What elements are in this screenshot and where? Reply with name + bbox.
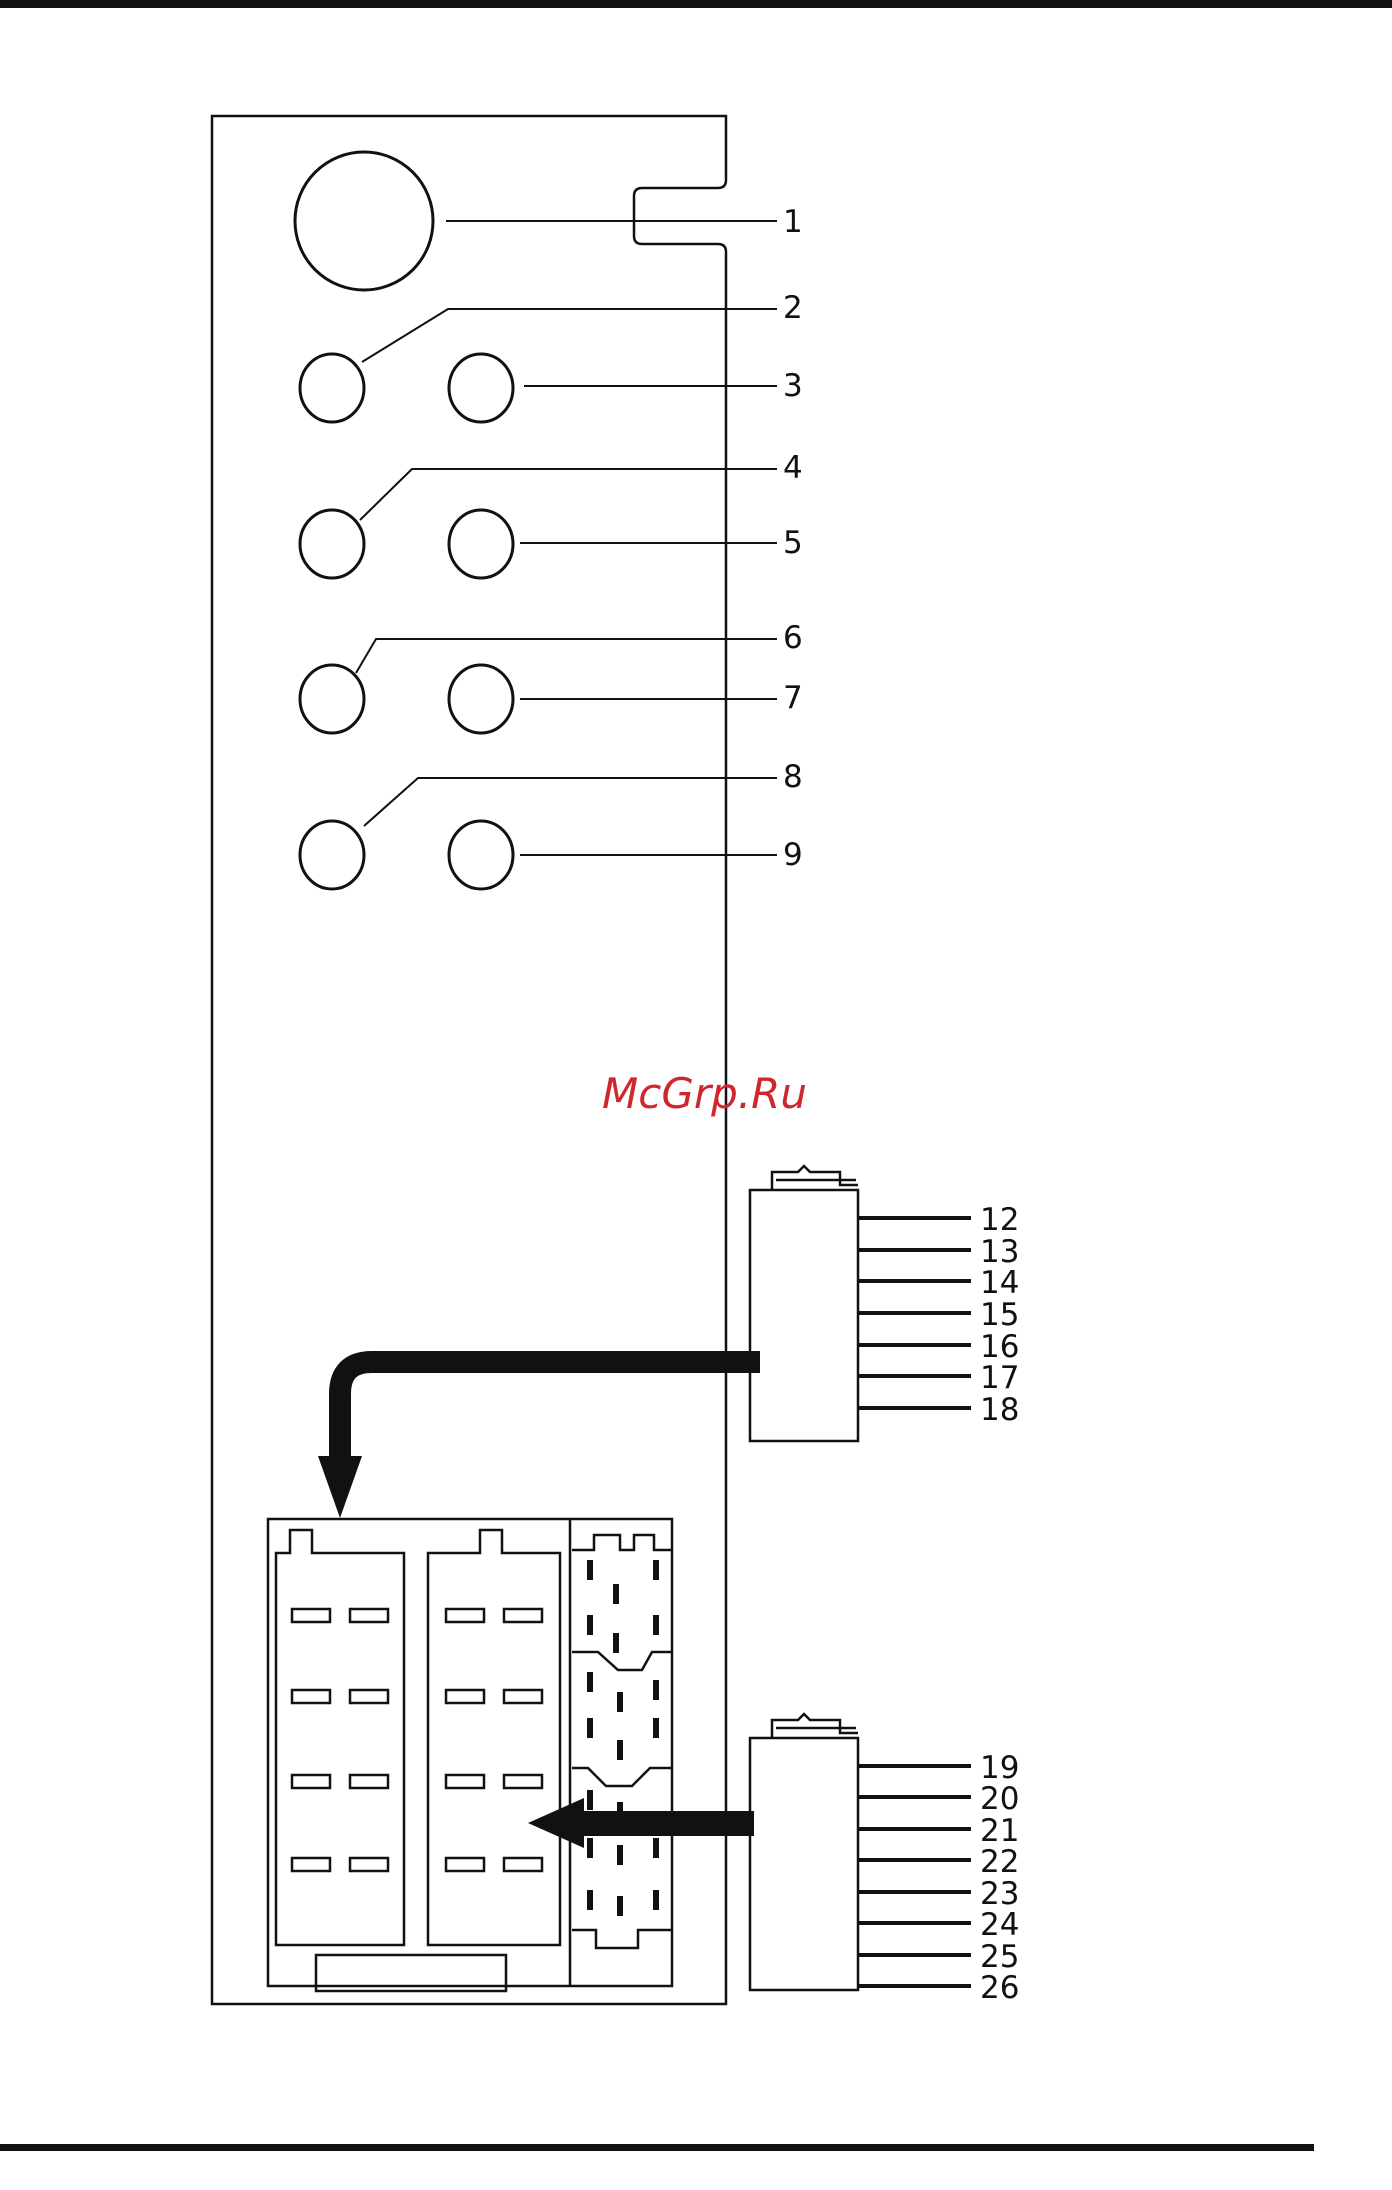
callout-14: 14 — [980, 1265, 1019, 1301]
jack-6 — [300, 665, 364, 733]
plug-a-callouts: 12 13 14 15 16 17 18 — [980, 1202, 1019, 1428]
callout-4: 4 — [783, 450, 803, 486]
callout-22: 22 — [980, 1844, 1019, 1880]
arrow-head-down — [318, 1456, 362, 1518]
plug-b-pins — [858, 1766, 971, 1986]
main-knob — [295, 152, 433, 290]
arrow-plug-a-to-socket — [340, 1362, 760, 1458]
callout-3: 3 — [783, 368, 803, 404]
callout-20: 20 — [980, 1781, 1019, 1817]
callout-1: 1 — [783, 204, 803, 240]
callout-24: 24 — [980, 1907, 1019, 1943]
callout-17: 17 — [980, 1360, 1019, 1396]
plug-a — [750, 1166, 858, 1441]
callout-2: 2 — [783, 290, 803, 326]
jack-3 — [449, 354, 513, 422]
callout-9: 9 — [783, 837, 803, 873]
plug-b — [750, 1714, 858, 1990]
watermark: McGrp.Ru — [602, 1069, 807, 1118]
callout-7: 7 — [783, 680, 803, 716]
arrow-head-left — [528, 1798, 584, 1848]
panel-outline — [212, 116, 726, 2004]
callout-15: 15 — [980, 1297, 1019, 1333]
jack-4 — [300, 510, 364, 578]
callout-5: 5 — [783, 525, 803, 561]
arrow-plug-b-shaft — [582, 1811, 754, 1836]
jack-7 — [449, 665, 513, 733]
callout-8: 8 — [783, 759, 803, 795]
plug-a-pins — [858, 1218, 971, 1408]
jack-8 — [300, 821, 364, 889]
callout-6: 6 — [783, 620, 803, 656]
jack-9 — [449, 821, 513, 889]
plug-b-callouts: 19 20 21 22 23 24 25 26 — [980, 1750, 1019, 2006]
callout-12: 12 — [980, 1202, 1019, 1238]
bottom-rule — [0, 2144, 1314, 2151]
top-callouts: 1 2 3 4 5 6 7 8 9 — [783, 204, 803, 873]
jack-5 — [449, 510, 513, 578]
callout-18: 18 — [980, 1392, 1019, 1428]
mini-socket-pins — [590, 1560, 656, 1916]
top-leader-lines — [356, 221, 777, 855]
jack-2 — [300, 354, 364, 422]
jack-array — [300, 354, 513, 889]
top-rule — [0, 0, 1392, 8]
callout-26: 26 — [980, 1970, 1019, 2006]
iso-socket-block — [268, 1519, 672, 1991]
